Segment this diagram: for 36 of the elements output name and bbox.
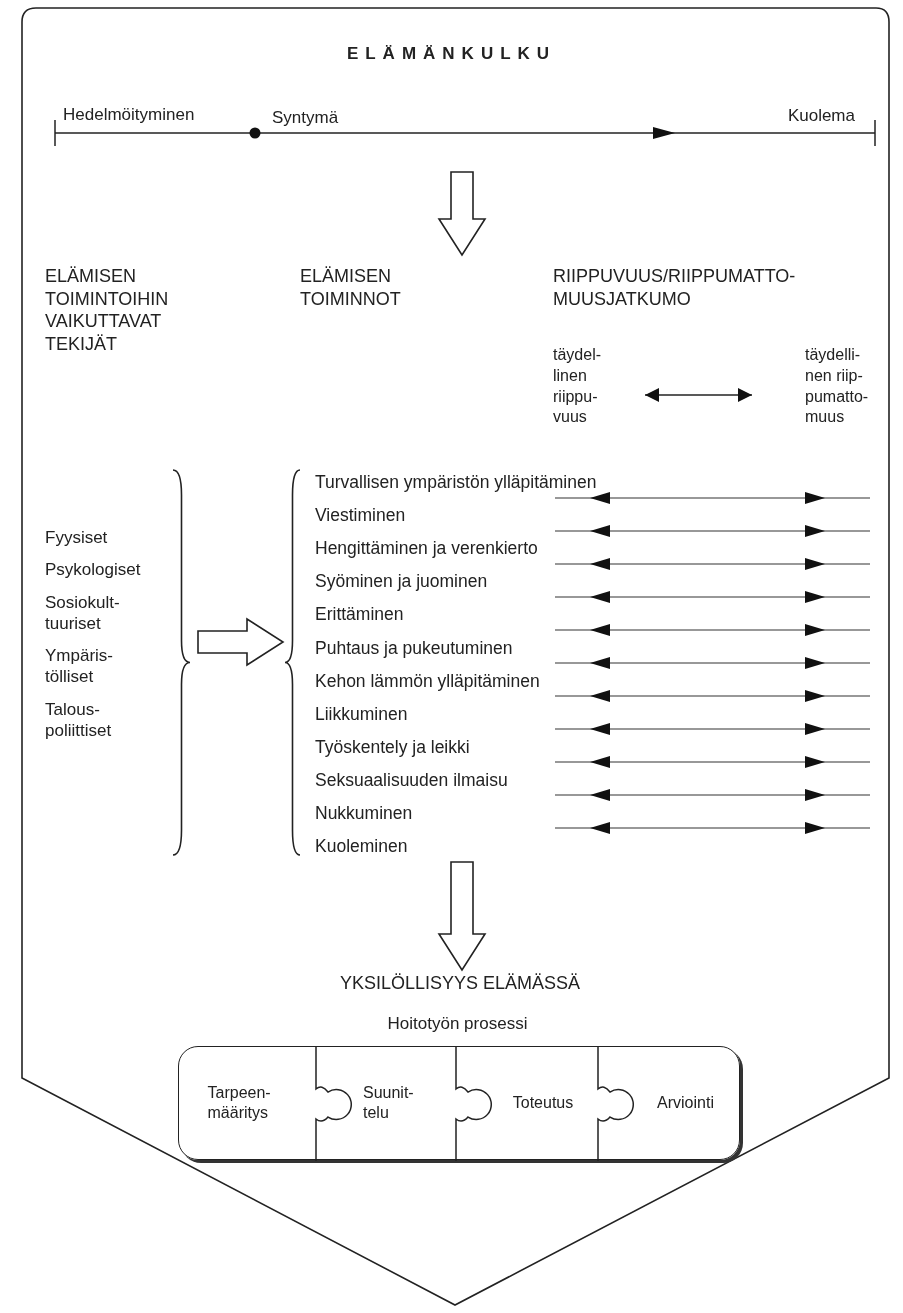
activity-label: Työskentely ja leikki bbox=[315, 736, 470, 759]
activity-label: Turvallisen ympäristön ylläpitäminen bbox=[315, 472, 597, 494]
factor-label: Sosiokult- tuuriset bbox=[45, 591, 121, 634]
scale-end-label: täydel- linen riippu- vuus bbox=[553, 345, 603, 428]
column-heading: RIIPPUVUUS/RIIPPUMATTO- MUUSJATKUMO bbox=[553, 265, 797, 310]
activity-label: Kehon lämmön ylläpitäminen bbox=[315, 670, 540, 693]
timeline-label: Kuolema bbox=[787, 105, 855, 127]
process-step-label: Suunit- telu bbox=[363, 1083, 415, 1123]
column-heading: ELÄMISEN TOIMINNOT bbox=[300, 265, 402, 310]
factor-label: Fyysiset bbox=[45, 527, 109, 549]
factor-label: Psykologiset bbox=[45, 559, 142, 581]
section-heading: Hoitotyön prosessi bbox=[386, 1013, 529, 1035]
activity-label: Syöminen ja juominen bbox=[315, 571, 488, 594]
hollow-arrow bbox=[437, 861, 487, 972]
activity-label: Viestiminen bbox=[315, 505, 406, 527]
timeline-label: Syntymä bbox=[272, 107, 339, 129]
section-heading: YKSILÖLLISYYS ELÄMÄSSÄ bbox=[338, 972, 582, 995]
double-arrow bbox=[644, 388, 753, 402]
scale-end-label: täydelli- nen riip- pumatto- muus bbox=[805, 345, 870, 428]
activity-label: Nukkuminen bbox=[315, 803, 413, 825]
timeline-label: Hedelmöityminen bbox=[63, 104, 195, 126]
activity-label: Kuoleminen bbox=[315, 836, 408, 858]
factor-label: Ympäris- tölliset bbox=[45, 645, 114, 688]
activity-label: Erittäminen bbox=[315, 604, 404, 627]
process-step-label: Tarpeen- määritys bbox=[207, 1083, 272, 1123]
process-step-label: Toteutus bbox=[512, 1093, 574, 1113]
activity-label: Liikkuminen bbox=[315, 703, 408, 726]
activity-label: Hengittäminen ja verenkierto bbox=[315, 538, 538, 561]
factor-label: Talous- poliittiset bbox=[45, 698, 113, 741]
hollow-arrow bbox=[437, 171, 487, 257]
process-step-label: Arviointi bbox=[657, 1093, 714, 1113]
activity-label: Seksuaalisuuden ilmaisu bbox=[315, 769, 508, 792]
activity-label: Puhtaus ja pukeutuminen bbox=[315, 637, 513, 660]
diagram-title: ELÄMÄNKULKU bbox=[345, 44, 558, 64]
column-heading: ELÄMISEN TOIMINTOIHIN VAIKUTTAVAT TEKIJÄT bbox=[45, 265, 170, 355]
hollow-arrow bbox=[197, 617, 285, 667]
